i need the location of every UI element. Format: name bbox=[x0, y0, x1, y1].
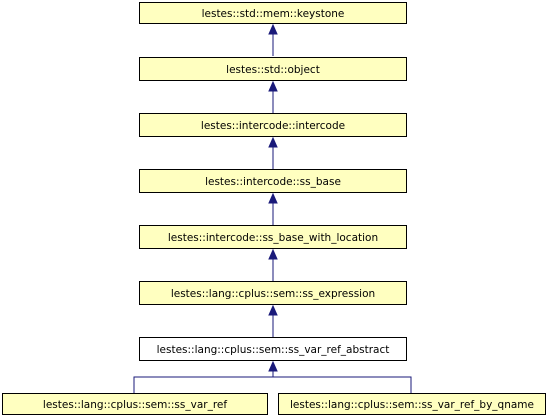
node-keystone[interactable]: lestes::std::mem::keystone bbox=[139, 2, 407, 24]
node-label-ss-expression: lestes::lang::cplus::sem::ss_expression bbox=[171, 288, 375, 300]
node-label-object: lestes::std::object bbox=[226, 64, 320, 76]
arrowhead-icon bbox=[268, 192, 278, 204]
arrowhead-icon bbox=[268, 136, 278, 148]
node-label-ss-var-ref-by-qname: lestes::lang::cplus::sem::ss_var_ref_by_… bbox=[290, 399, 534, 411]
node-object[interactable]: lestes::std::object bbox=[139, 57, 407, 81]
arrowhead-icon bbox=[268, 23, 278, 35]
arrowhead-icon bbox=[268, 304, 278, 316]
node-ss-var-ref-by-qname[interactable]: lestes::lang::cplus::sem::ss_var_ref_by_… bbox=[278, 393, 546, 415]
edge-intercode-to-object bbox=[268, 80, 278, 113]
node-label-keystone: lestes::std::mem::keystone bbox=[202, 8, 345, 20]
arrowhead-icon bbox=[268, 360, 278, 372]
node-ss-base-with-location[interactable]: lestes::intercode::ss_base_with_location bbox=[139, 225, 407, 249]
edge-ss-base-with-location-to-ss-base bbox=[268, 192, 278, 225]
node-intercode[interactable]: lestes::intercode::intercode bbox=[139, 113, 407, 137]
node-ss-expression[interactable]: lestes::lang::cplus::sem::ss_expression bbox=[139, 281, 407, 305]
node-ss-base[interactable]: lestes::intercode::ss_base bbox=[139, 169, 407, 193]
node-ss-var-ref-abstract: lestes::lang::cplus::sem::ss_var_ref_abs… bbox=[139, 337, 407, 361]
node-label-intercode: lestes::intercode::intercode bbox=[201, 120, 345, 132]
edge-object-to-keystone bbox=[268, 23, 278, 56]
node-label-ss-var-ref: lestes::lang::cplus::sem::ss_var_ref bbox=[43, 399, 227, 411]
node-ss-var-ref[interactable]: lestes::lang::cplus::sem::ss_var_ref bbox=[2, 393, 268, 415]
edge-ss-var-ref-abstract-to-ss-expression bbox=[268, 304, 278, 337]
arrowhead-icon bbox=[268, 248, 278, 260]
edge-ss-var-ref-to-ss-var-ref-abstract bbox=[133, 376, 273, 393]
node-label-ss-base-with-location: lestes::intercode::ss_base_with_location bbox=[168, 232, 378, 244]
arrowhead-icon bbox=[268, 80, 278, 92]
node-label-ss-var-ref-abstract: lestes::lang::cplus::sem::ss_var_ref_abs… bbox=[157, 344, 390, 356]
edge-ss-expression-to-ss-base-with-location bbox=[268, 248, 278, 281]
node-label-ss-base: lestes::intercode::ss_base bbox=[205, 176, 341, 188]
edge-ss-base-to-intercode bbox=[268, 136, 278, 169]
edge-ss-var-ref-by-qname-to-ss-var-ref-abstract bbox=[268, 360, 412, 393]
